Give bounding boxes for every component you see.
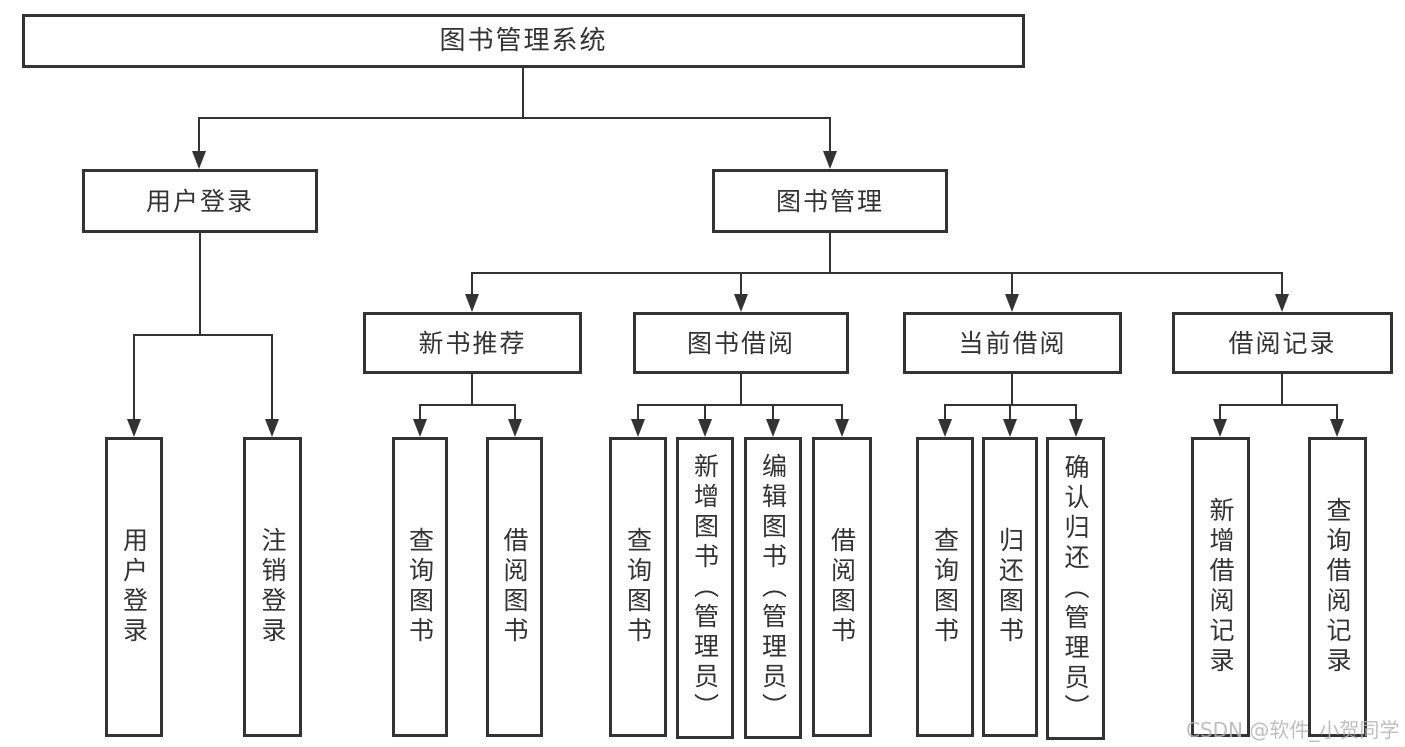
node-current-borrowing: 当前借阅 bbox=[903, 312, 1122, 374]
node-label: 归还图书 bbox=[995, 527, 1025, 647]
connector-line bbox=[1336, 404, 1338, 419]
arrow-down-icon bbox=[1213, 419, 1227, 437]
leaf-confirm-return-admin: 确认归还（管理员） bbox=[1046, 437, 1105, 740]
arrow-down-icon bbox=[1003, 419, 1017, 437]
node-label: 借阅图书 bbox=[500, 527, 529, 647]
leaf-edit-book-admin: 编辑图书（管理员） bbox=[744, 437, 802, 739]
connector-line bbox=[841, 404, 843, 419]
leaf-query-books-recommend: 查询图书 bbox=[392, 437, 448, 737]
arrow-down-icon bbox=[1005, 294, 1019, 312]
connector-line bbox=[198, 117, 831, 119]
node-label: 新增借阅记录 bbox=[1206, 497, 1235, 677]
leaf-add-borrow-record: 新增借阅记录 bbox=[1191, 437, 1250, 737]
leaf-borrow-book-recommend: 借阅图书 bbox=[486, 437, 543, 737]
connector-line bbox=[271, 334, 273, 419]
connector-line bbox=[1219, 404, 1221, 419]
arrow-down-icon bbox=[1275, 294, 1289, 312]
connector-line bbox=[1075, 404, 1077, 419]
arrow-down-icon bbox=[192, 151, 206, 169]
arrow-down-icon bbox=[465, 294, 479, 312]
connector-line bbox=[514, 404, 516, 419]
arrow-down-icon bbox=[631, 419, 645, 437]
node-label: 查询图书 bbox=[930, 527, 960, 647]
connector-line bbox=[471, 272, 1283, 274]
arrow-down-icon bbox=[413, 419, 427, 437]
connector-line bbox=[772, 404, 774, 419]
node-label: 新增图书（管理员） bbox=[690, 453, 720, 723]
leaf-borrow-book: 借阅图书 bbox=[812, 437, 872, 737]
connector-line bbox=[419, 404, 516, 406]
leaf-query-borrow-record: 查询借阅记录 bbox=[1308, 437, 1367, 737]
node-label: 当前借阅 bbox=[958, 328, 1067, 358]
arrow-down-icon bbox=[508, 419, 522, 437]
node-label: 注销登录 bbox=[258, 527, 287, 647]
connector-line bbox=[419, 404, 421, 419]
arrow-down-icon bbox=[734, 294, 748, 312]
leaf-return-book: 归还图书 bbox=[982, 437, 1038, 737]
arrow-down-icon bbox=[938, 419, 952, 437]
connector-line bbox=[637, 404, 639, 419]
node-label: 借阅记录 bbox=[1228, 328, 1337, 358]
node-user-login-branch: 用户登录 bbox=[82, 169, 318, 233]
node-label: 用户登录 bbox=[119, 527, 149, 647]
connector-line bbox=[944, 404, 946, 419]
arrow-down-icon bbox=[127, 419, 141, 437]
arrow-down-icon bbox=[766, 419, 780, 437]
arrow-down-icon bbox=[1069, 419, 1083, 437]
csdn-watermark: CSDN @软件_小贺同学 bbox=[1186, 718, 1400, 742]
connector-line bbox=[1011, 272, 1013, 294]
node-label: 查询图书 bbox=[405, 527, 435, 647]
leaf-logout: 注销登录 bbox=[243, 437, 302, 737]
leaf-add-book-admin: 新增图书（管理员） bbox=[676, 437, 734, 739]
node-label: 图书借阅 bbox=[686, 328, 795, 358]
node-label: 图书管理 bbox=[775, 186, 884, 216]
node-label: 编辑图书（管理员） bbox=[758, 453, 788, 723]
connector-line bbox=[1281, 374, 1283, 405]
node-label: 确认归还（管理员） bbox=[1061, 453, 1090, 724]
connector-line bbox=[704, 404, 706, 419]
connector-line bbox=[1011, 374, 1013, 405]
leaf-query-books-current: 查询图书 bbox=[916, 437, 974, 737]
node-label: 图书管理系统 bbox=[439, 26, 608, 56]
connector-line bbox=[471, 272, 473, 294]
node-root-library-system: 图书管理系统 bbox=[22, 14, 1025, 68]
arrow-down-icon bbox=[835, 419, 849, 437]
node-book-borrowing: 图书借阅 bbox=[633, 312, 849, 374]
connector-line bbox=[1009, 404, 1011, 419]
connector-line bbox=[637, 404, 842, 406]
arrow-down-icon bbox=[698, 419, 712, 437]
connector-line bbox=[829, 117, 831, 151]
leaf-user-login: 用户登录 bbox=[105, 437, 163, 737]
connector-line bbox=[740, 272, 742, 294]
node-new-book-recommend: 新书推荐 bbox=[363, 312, 582, 374]
arrow-down-icon bbox=[265, 419, 279, 437]
node-label: 查询借阅记录 bbox=[1323, 497, 1352, 677]
connector-line bbox=[1219, 404, 1338, 406]
node-label: 借阅图书 bbox=[827, 527, 857, 647]
node-label: 查询图书 bbox=[623, 527, 653, 647]
node-label: 新书推荐 bbox=[418, 328, 527, 358]
connector-line bbox=[522, 68, 524, 118]
connector-line bbox=[1281, 272, 1283, 294]
connector-line bbox=[133, 334, 135, 419]
leaf-query-books-borrowing: 查询图书 bbox=[609, 437, 667, 737]
connector-line bbox=[199, 233, 201, 335]
node-borrow-records: 借阅记录 bbox=[1172, 312, 1393, 374]
connector-line bbox=[471, 374, 473, 405]
arrow-down-icon bbox=[1330, 419, 1344, 437]
arrow-down-icon bbox=[823, 151, 837, 169]
connector-line bbox=[133, 334, 273, 336]
connector-line bbox=[740, 374, 742, 405]
connector-line bbox=[829, 233, 831, 273]
node-book-management-branch: 图书管理 bbox=[712, 169, 948, 233]
node-label: 用户登录 bbox=[145, 186, 254, 216]
connector-line bbox=[198, 117, 200, 151]
